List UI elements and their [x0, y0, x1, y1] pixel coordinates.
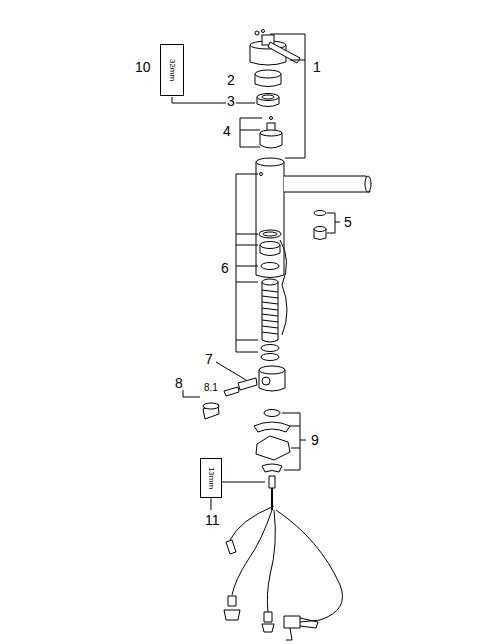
callout-number: 10 — [134, 60, 152, 74]
cartridge — [260, 117, 282, 149]
dimension-text: 13mm — [207, 467, 216, 489]
callout-number: 6 — [220, 261, 230, 275]
callout-number: 11 — [204, 513, 221, 527]
callout-number: 9 — [310, 433, 320, 447]
base-fitting — [216, 362, 285, 391]
callout-number: 8 — [174, 376, 184, 390]
pin — [183, 378, 257, 419]
callout-number: 8.1 — [203, 383, 219, 393]
tool-box: 13mm — [200, 458, 222, 498]
aerator — [314, 211, 340, 240]
ring — [257, 94, 279, 107]
hose-set — [236, 174, 287, 361]
callout-number: 4 — [222, 124, 232, 138]
callout-number: 1 — [312, 60, 322, 74]
mounting-set — [254, 410, 306, 489]
spout-body — [256, 158, 371, 278]
callout-number: 5 — [343, 215, 353, 229]
callout-number: 7 — [204, 352, 214, 366]
callout-number: 3 — [226, 94, 236, 108]
supply-hoses — [224, 488, 343, 640]
cap — [255, 70, 281, 87]
tool-box: 32mm — [160, 44, 184, 96]
callout-number: 2 — [226, 73, 236, 87]
dimension-text: 32mm — [168, 59, 177, 81]
